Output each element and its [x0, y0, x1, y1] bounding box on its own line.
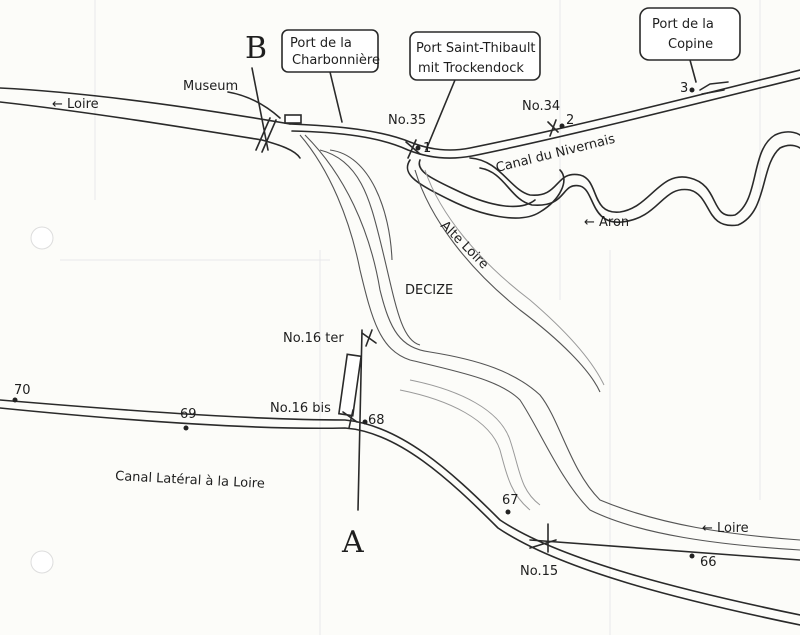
marker-a: A: [341, 525, 364, 560]
callout-saint-thibault: Port Saint-Thibault mit Trockendock: [409, 31, 541, 81]
canal-du-nivernais: [289, 69, 800, 159]
binder-hole: [30, 226, 54, 250]
museum-building: [284, 114, 302, 124]
point-67: 67: [502, 493, 519, 508]
point-2: 2: [566, 113, 574, 128]
lock-no16bis: No.16 bis: [270, 401, 331, 416]
km-dots: [12, 87, 695, 559]
bridge: [255, 117, 277, 153]
callout-text: Copine: [668, 37, 713, 52]
point-1: 1: [423, 141, 431, 156]
callout-text: Charbonnière: [292, 53, 380, 68]
river-alte-loire: [414, 169, 605, 393]
callout-text: Port Saint-Thibault: [416, 41, 536, 56]
callout-text: mit Trockendock: [418, 61, 524, 76]
point-66: 66: [700, 555, 717, 570]
callout-text: Port de la: [652, 17, 714, 32]
callout-copine: Port de la Copine: [639, 7, 741, 61]
lock-no34: No.34: [522, 99, 560, 114]
canal-lateral-a-la-loire: [0, 399, 800, 626]
leader-lines: [227, 59, 697, 511]
label-loire-south: ← Loire: [702, 521, 749, 536]
river-aron: [469, 131, 800, 227]
label-canal-lateral: Canal Latéral à la Loire: [115, 469, 265, 492]
label-museum: Museum: [183, 79, 238, 94]
label-loire-north: ← Loire: [52, 97, 99, 112]
port-copine-dock: [699, 81, 729, 95]
lock-chamber: [337, 353, 363, 417]
river-loire-north: [0, 87, 301, 159]
point-70: 70: [14, 383, 31, 398]
paper-bleed-through: [60, 0, 761, 635]
point-3: 3: [680, 81, 688, 96]
callout-charbonniere: Port de la Charbonnière: [281, 29, 380, 73]
lock-no35: No.35: [388, 113, 426, 128]
channel-loop: [406, 159, 565, 219]
lock-no16ter: No.16 ter: [283, 331, 344, 346]
point-69: 69: [180, 407, 197, 422]
river-loire-main: [299, 134, 800, 551]
lock-no15: No.15: [520, 564, 558, 579]
marker-b: B: [245, 31, 267, 66]
point-68: 68: [368, 413, 385, 428]
label-aron: ← Aron: [584, 215, 629, 230]
lock-marks: [342, 119, 559, 553]
label-alte-loire: Alte Loire: [437, 218, 491, 272]
label-decize: DECIZE: [405, 283, 453, 298]
callout-text: Port de la: [290, 36, 352, 51]
binder-hole: [30, 550, 54, 574]
